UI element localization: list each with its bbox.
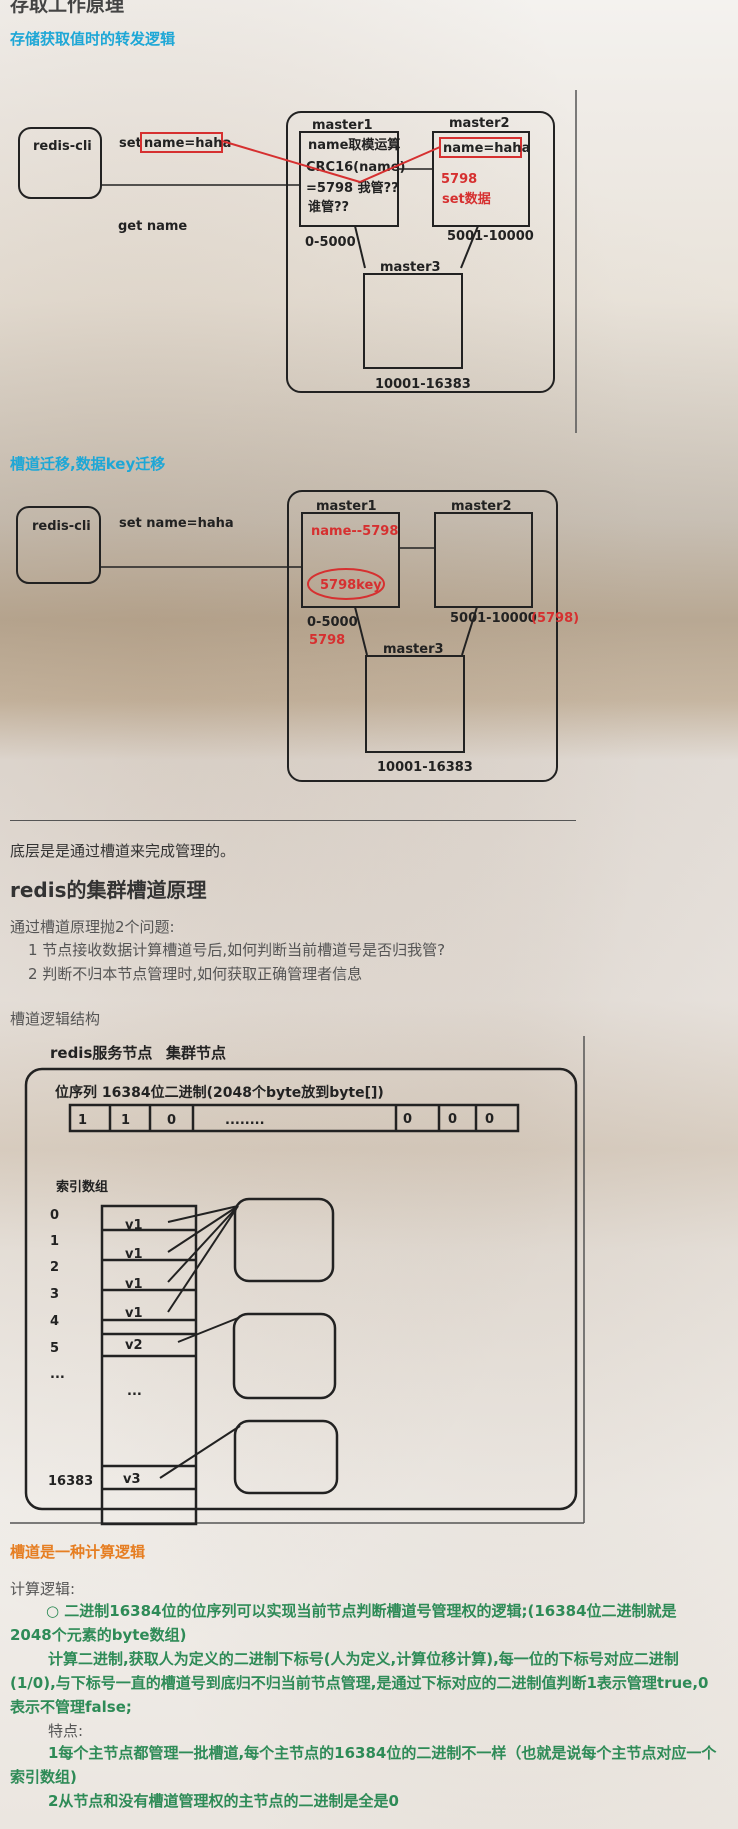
index-16383: 16383	[48, 1474, 93, 1489]
logic-point-1: ○ 二进制16384位的位序列可以实现当前节点判断槽道号管理权的逻辑;(1638…	[10, 1602, 677, 1644]
set-cmd: name=haha	[144, 136, 231, 151]
mgmt-line: 底层是是通过槽道来完成管理的。	[10, 842, 236, 860]
index-ellipsis: ...	[50, 1367, 65, 1382]
client-label: redis-cli	[33, 139, 92, 154]
index-2: 2	[50, 1260, 59, 1275]
master3-box	[363, 273, 463, 369]
range2-label-2: 5001-10000	[450, 611, 537, 626]
bit-n3: 0	[403, 1112, 412, 1127]
node-target-1	[233, 1197, 335, 1283]
section-slot-migration-title: 槽道迁移,数据key迁移	[10, 455, 166, 473]
bitseq-label: 位序列 16384位二进制(2048个byte放到byte[])	[55, 1084, 384, 1101]
m2-slot: 5798	[441, 172, 477, 187]
m1-box-2	[301, 512, 400, 608]
m1-key-2: 5798key	[320, 578, 382, 593]
bit-n2: 0	[448, 1112, 457, 1127]
m2-action: set数据	[442, 191, 491, 207]
bit-sequence	[68, 1103, 520, 1133]
question-2: 2 判断不归本节点管理时,如何获取正确管理者信息	[28, 965, 363, 983]
node-box	[24, 1067, 578, 1511]
questions-intro: 通过槽道原理抛2个问题:	[10, 918, 175, 936]
m1-label-2: master1	[316, 499, 377, 514]
migration-diagram: redis-cli set name=haha master1 name--57…	[16, 490, 579, 782]
range1-extra: 5798	[309, 633, 345, 648]
range1-label-2: 0-5000	[307, 615, 358, 630]
bit-ellipsis: ........	[225, 1113, 265, 1128]
m1-line3: =5798 我管??	[306, 180, 399, 196]
cell-1: v1	[125, 1247, 143, 1262]
redis-cli-box	[18, 127, 102, 199]
client-label-2: redis-cli	[32, 519, 91, 534]
node-target-2	[232, 1312, 337, 1400]
master3-label: master3	[380, 260, 441, 275]
index-3: 3	[50, 1287, 59, 1302]
header-redis-node: redis服务节点	[50, 1044, 152, 1062]
bit-1: 1	[121, 1113, 130, 1128]
feature-1: 1每个主节点都管理一批槽道,每个主节点的16384位的二进制不一样（也就是说每个…	[10, 1744, 717, 1786]
header-cluster-node: 集群节点	[165, 1044, 226, 1062]
m1-line2: CRC16(name)	[306, 160, 405, 175]
get-label: get name	[118, 219, 187, 234]
m1-line4: 谁管??	[308, 199, 349, 215]
range3-label-2: 10001-16383	[377, 760, 473, 775]
m2-box-2	[434, 512, 533, 608]
m2-label-2: master2	[451, 499, 512, 514]
index-5: 5	[50, 1341, 59, 1356]
cell-ellipsis: ...	[127, 1384, 142, 1399]
compute-label: 计算逻辑:	[10, 1580, 76, 1598]
master2-box	[432, 131, 530, 227]
compute-logic-title: 槽道是一种计算逻辑	[10, 1543, 146, 1561]
node-target-3	[233, 1419, 339, 1495]
section-forward-logic-title: 存储获取值时的转发逻辑	[10, 30, 176, 48]
index-array	[100, 1204, 198, 1526]
cluster-box	[286, 111, 555, 393]
bit-2: 0	[167, 1113, 176, 1128]
logic-point-2: 计算二进制,获取人为定义的二进制下标号(人为定义,计算位移计算),每一位的下标号…	[10, 1650, 709, 1716]
cell-3: v1	[125, 1306, 143, 1321]
cluster-slot-heading: redis的集群槽道原理	[10, 878, 207, 902]
cell-2: v1	[125, 1277, 143, 1292]
bit-n1: 0	[485, 1112, 494, 1127]
range2-label: 5001-10000	[447, 229, 534, 244]
set-label-2: set name=haha	[119, 516, 234, 531]
page-title: 存取工作原理	[10, 0, 125, 16]
key-ellipse	[307, 568, 385, 600]
slot-structure-diagram: redis服务节点 集群节点 位序列 16384位二进制(2048个byte放到…	[10, 1036, 585, 1526]
index-1: 1	[50, 1234, 59, 1249]
m1-line1: name取模运算	[308, 137, 400, 153]
bit-0: 1	[78, 1113, 87, 1128]
cluster-box-2	[287, 490, 558, 782]
forwarding-diagram: redis-cli set name=haha get name master1…	[18, 90, 577, 433]
question-1: 1 节点接收数据计算槽道号后,如何判断当前槽道号是否归我管?	[28, 941, 446, 959]
cell-5: v3	[123, 1472, 141, 1487]
redis-cli-box-2	[16, 506, 101, 584]
m2-cmd: name=haha	[443, 141, 530, 156]
m3-box-2	[365, 655, 465, 753]
range1-label: 0-5000	[305, 235, 356, 250]
index-array-label: 索引数组	[56, 1179, 108, 1195]
m1-text-2: name--5798	[311, 524, 398, 539]
master2-label: master2	[449, 116, 510, 131]
set-cmd-box	[140, 132, 223, 153]
cell-0: v1	[125, 1218, 143, 1233]
master1-box	[299, 131, 399, 227]
index-4: 4	[50, 1314, 59, 1329]
feature-2: 2从节点和没有槽道管理权的主节点的二进制是全是0	[48, 1792, 399, 1810]
features-label: 特点:	[48, 1722, 84, 1740]
range2-extra: (5798)	[531, 611, 579, 626]
set-label: set	[119, 136, 142, 151]
m3-label-2: master3	[383, 642, 444, 657]
divider	[10, 820, 576, 821]
index-0: 0	[50, 1208, 59, 1223]
range3-label: 10001-16383	[375, 377, 471, 392]
cell-4: v2	[125, 1338, 143, 1353]
master1-label: master1	[312, 118, 373, 133]
structure-label: 槽道逻辑结构	[10, 1010, 101, 1028]
